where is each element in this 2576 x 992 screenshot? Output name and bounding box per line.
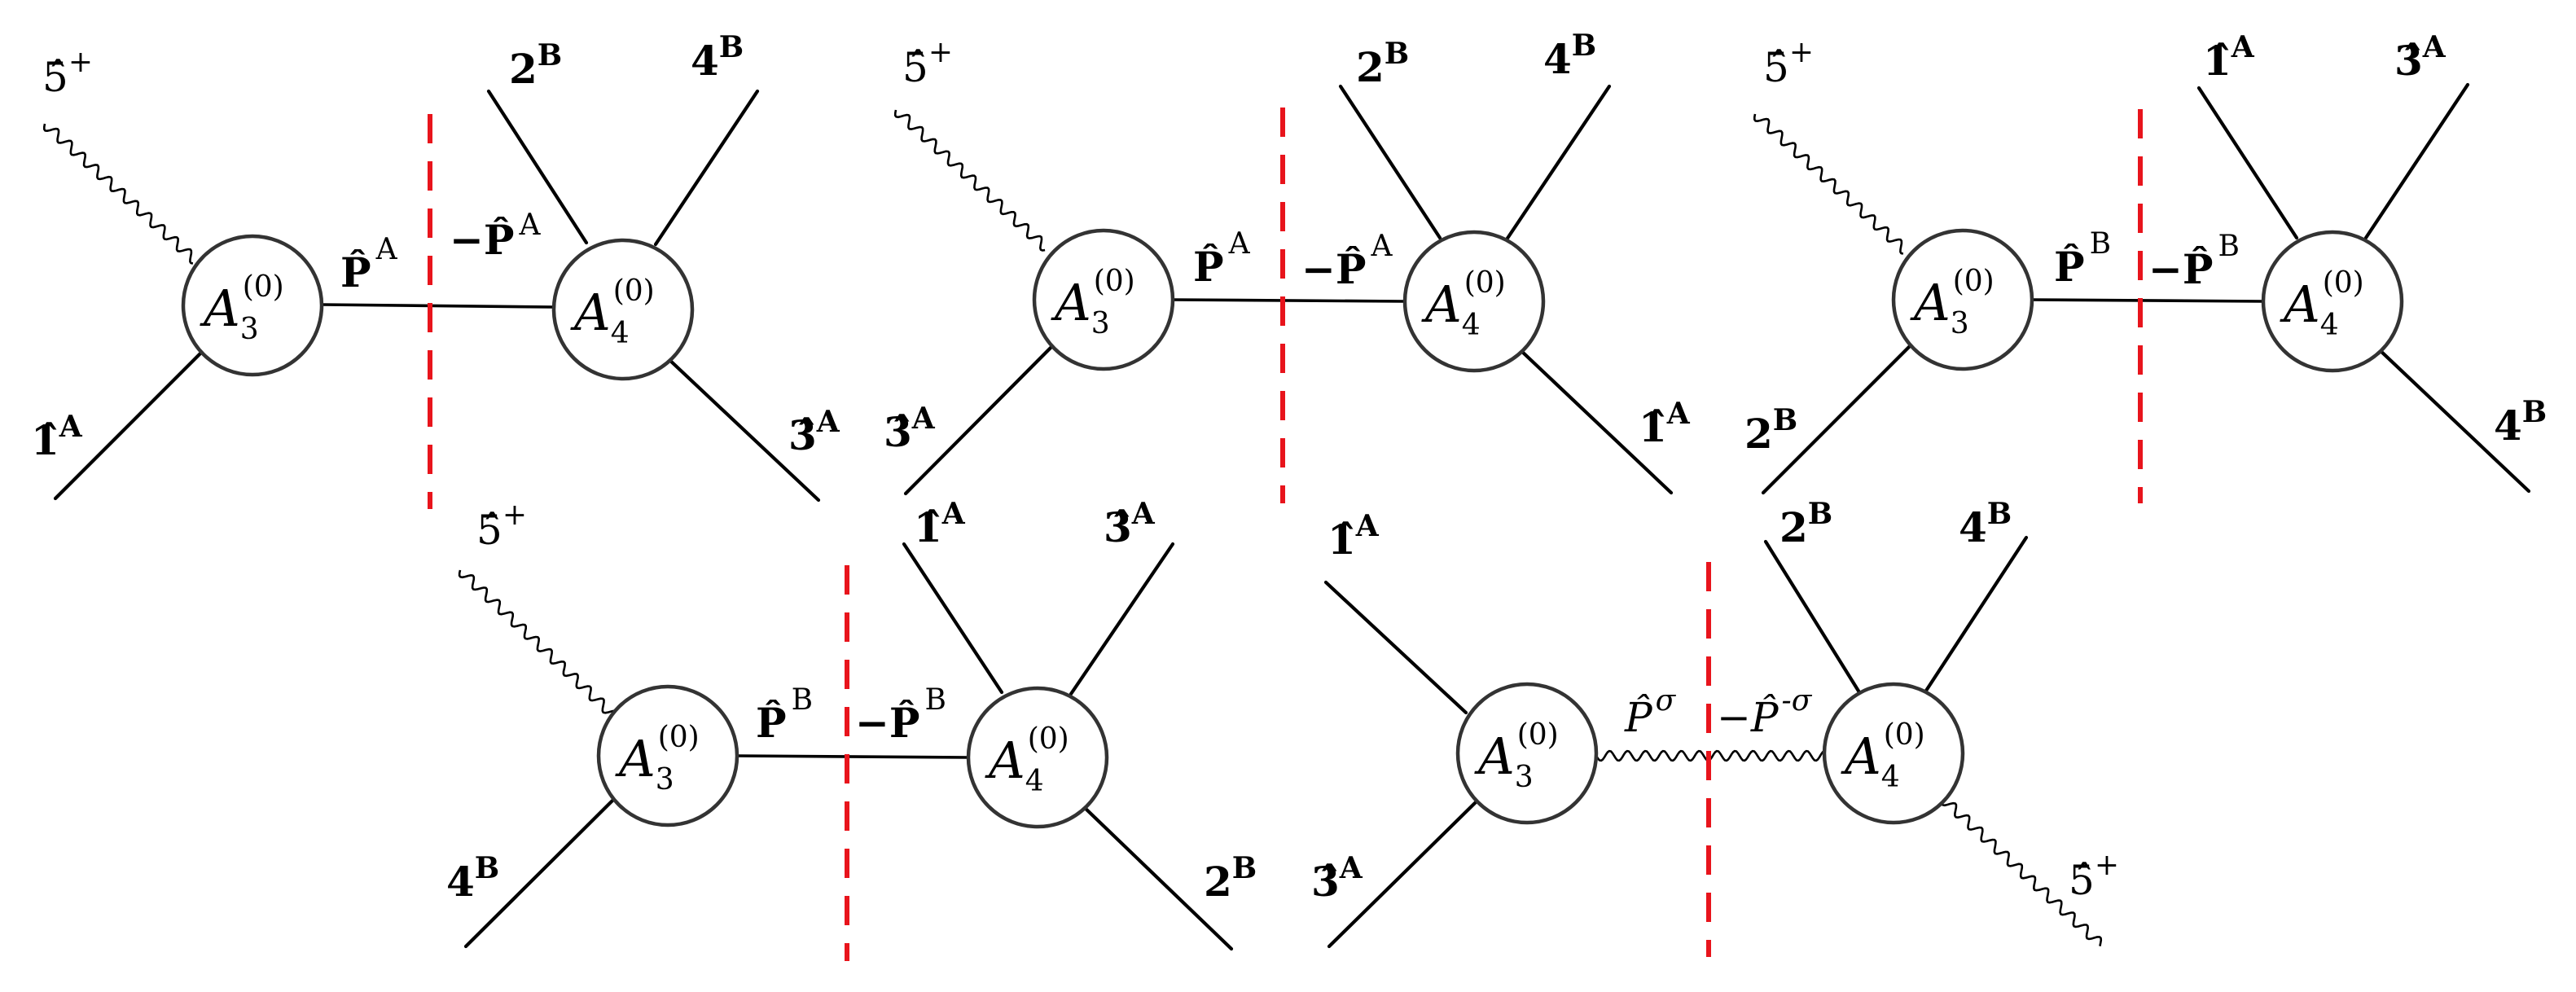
propagator-label: P̂A <box>340 233 398 296</box>
leg-line <box>653 89 760 247</box>
diagram-5: A3(0) A4(0) P̂σ −P̂-σ 1̂A 3̂A 2B 4B 5̂+ <box>1311 497 2119 957</box>
leg-line <box>463 798 615 949</box>
leg-line <box>1761 344 1912 495</box>
amplitude-label: A4(0) <box>1841 718 1925 794</box>
external-label: 4B <box>446 851 499 906</box>
propagator-line <box>736 754 970 759</box>
leg-line <box>1518 348 1674 495</box>
external-label: 5̂+ <box>2069 849 2119 904</box>
amplitude-blob <box>1891 228 2034 371</box>
external-label: 2B <box>509 38 562 93</box>
amplitude-blob <box>2261 230 2404 373</box>
propagator-label: P̂B <box>2054 227 2111 291</box>
amplitude-blob <box>1402 230 1546 373</box>
amplitude-blob <box>1455 682 1599 825</box>
diagram-2: A3(0) A4(0) P̂A −P̂A 5̂+ 3̂A 2B 4B 1̂A <box>884 29 1691 503</box>
diagram-3: A3(0) A4(0) P̂B −P̂B 5̂+ 2B 1̂A 3̂A 4B <box>1744 30 2547 503</box>
propagator-label: −P̂B <box>2148 230 2240 293</box>
leg-line <box>1338 84 1442 240</box>
leg-line <box>1069 542 1175 696</box>
external-label: 2B <box>1744 403 1797 458</box>
photon-line <box>1940 797 2103 946</box>
leg-line <box>2363 82 2470 240</box>
external-label: 4B <box>1543 29 1596 83</box>
amplitude-blob <box>181 234 324 377</box>
leg-line <box>1081 804 1234 951</box>
leg-line <box>1504 84 1612 242</box>
external-label: 3̂A <box>1104 497 1156 551</box>
leg-line <box>903 344 1055 496</box>
external-label: 2B <box>1204 851 1257 906</box>
propagator-line <box>2031 298 2265 303</box>
external-label: 5̂+ <box>42 46 93 101</box>
propagator-label: P̂σ <box>1624 684 1677 741</box>
amplitude-label: A3(0) <box>1474 718 1559 794</box>
amplitude-label: A3(0) <box>1910 265 1995 340</box>
external-label: 4B <box>691 30 744 85</box>
amplitude-blob <box>1822 682 1965 825</box>
propagator-label: −P̂B <box>855 683 946 747</box>
leg-line <box>2376 346 2531 494</box>
external-label: 3̂A <box>884 402 936 456</box>
external-label: 5̂+ <box>1763 36 1814 91</box>
leg-line <box>486 89 589 245</box>
amplitude-label: A3(0) <box>1051 265 1135 340</box>
leg-line <box>2196 86 2299 240</box>
amplitude-label: A4(0) <box>985 722 1069 798</box>
diagram-4: A3(0) A4(0) P̂B −P̂B 5̂+ 4B 1̂A 3̂A 2B <box>446 497 1257 961</box>
leg-line <box>53 349 204 501</box>
diagram-1: A3(0) A4(0) P̂A −P̂A 5̂+ 1̂A 2B 4B 3̂A <box>31 30 840 509</box>
external-label: 1̂A <box>1639 397 1691 451</box>
propagator-line <box>1172 298 1406 303</box>
external-label: 2B <box>1780 497 1832 551</box>
amplitude-blob <box>551 238 695 381</box>
photon-line <box>43 123 194 265</box>
amplitude-label: A3(0) <box>200 270 284 346</box>
amplitude-label: A4(0) <box>1421 266 1506 342</box>
external-label: 4B <box>2494 395 2547 450</box>
leg-line <box>1327 800 1478 949</box>
amplitude-label: A4(0) <box>2280 266 2364 342</box>
external-label: 1̂A <box>914 497 966 551</box>
propagator-label: P̂B <box>756 683 813 747</box>
amplitude-blob <box>966 686 1109 829</box>
amplitude-label: A4(0) <box>570 274 655 350</box>
leg-line <box>665 356 821 503</box>
leg-line <box>902 542 1004 695</box>
external-label: 5̂+ <box>902 36 953 91</box>
propagator-line <box>321 303 555 309</box>
propagator-label: −P̂A <box>1301 230 1393 293</box>
photon-line <box>458 569 618 715</box>
amplitude-label: A3(0) <box>615 721 700 797</box>
amplitude-blob <box>596 684 739 827</box>
external-label: 1̂A <box>1327 509 1380 564</box>
propagator-label: −P̂-σ <box>1717 684 1813 741</box>
propagator-label: −P̂A <box>450 208 542 264</box>
external-label: 1̂A <box>31 410 83 464</box>
photon-line <box>893 109 1046 252</box>
external-label: 5̂+ <box>476 498 527 554</box>
photon-line <box>1753 113 1904 255</box>
leg-line <box>1924 535 2029 693</box>
propagator-label: P̂A <box>1193 227 1251 291</box>
external-label: 4B <box>1959 497 2012 551</box>
external-label: 3̂A <box>788 405 840 459</box>
amplitude-blob <box>1032 228 1175 371</box>
leg-line <box>1323 580 1468 715</box>
external-label: 3̂A <box>1311 851 1363 906</box>
external-label: 2B <box>1356 37 1409 91</box>
external-label: 1̂A <box>2203 30 2255 85</box>
leg-line <box>1763 539 1862 695</box>
external-label: 3̂A <box>2394 30 2447 85</box>
